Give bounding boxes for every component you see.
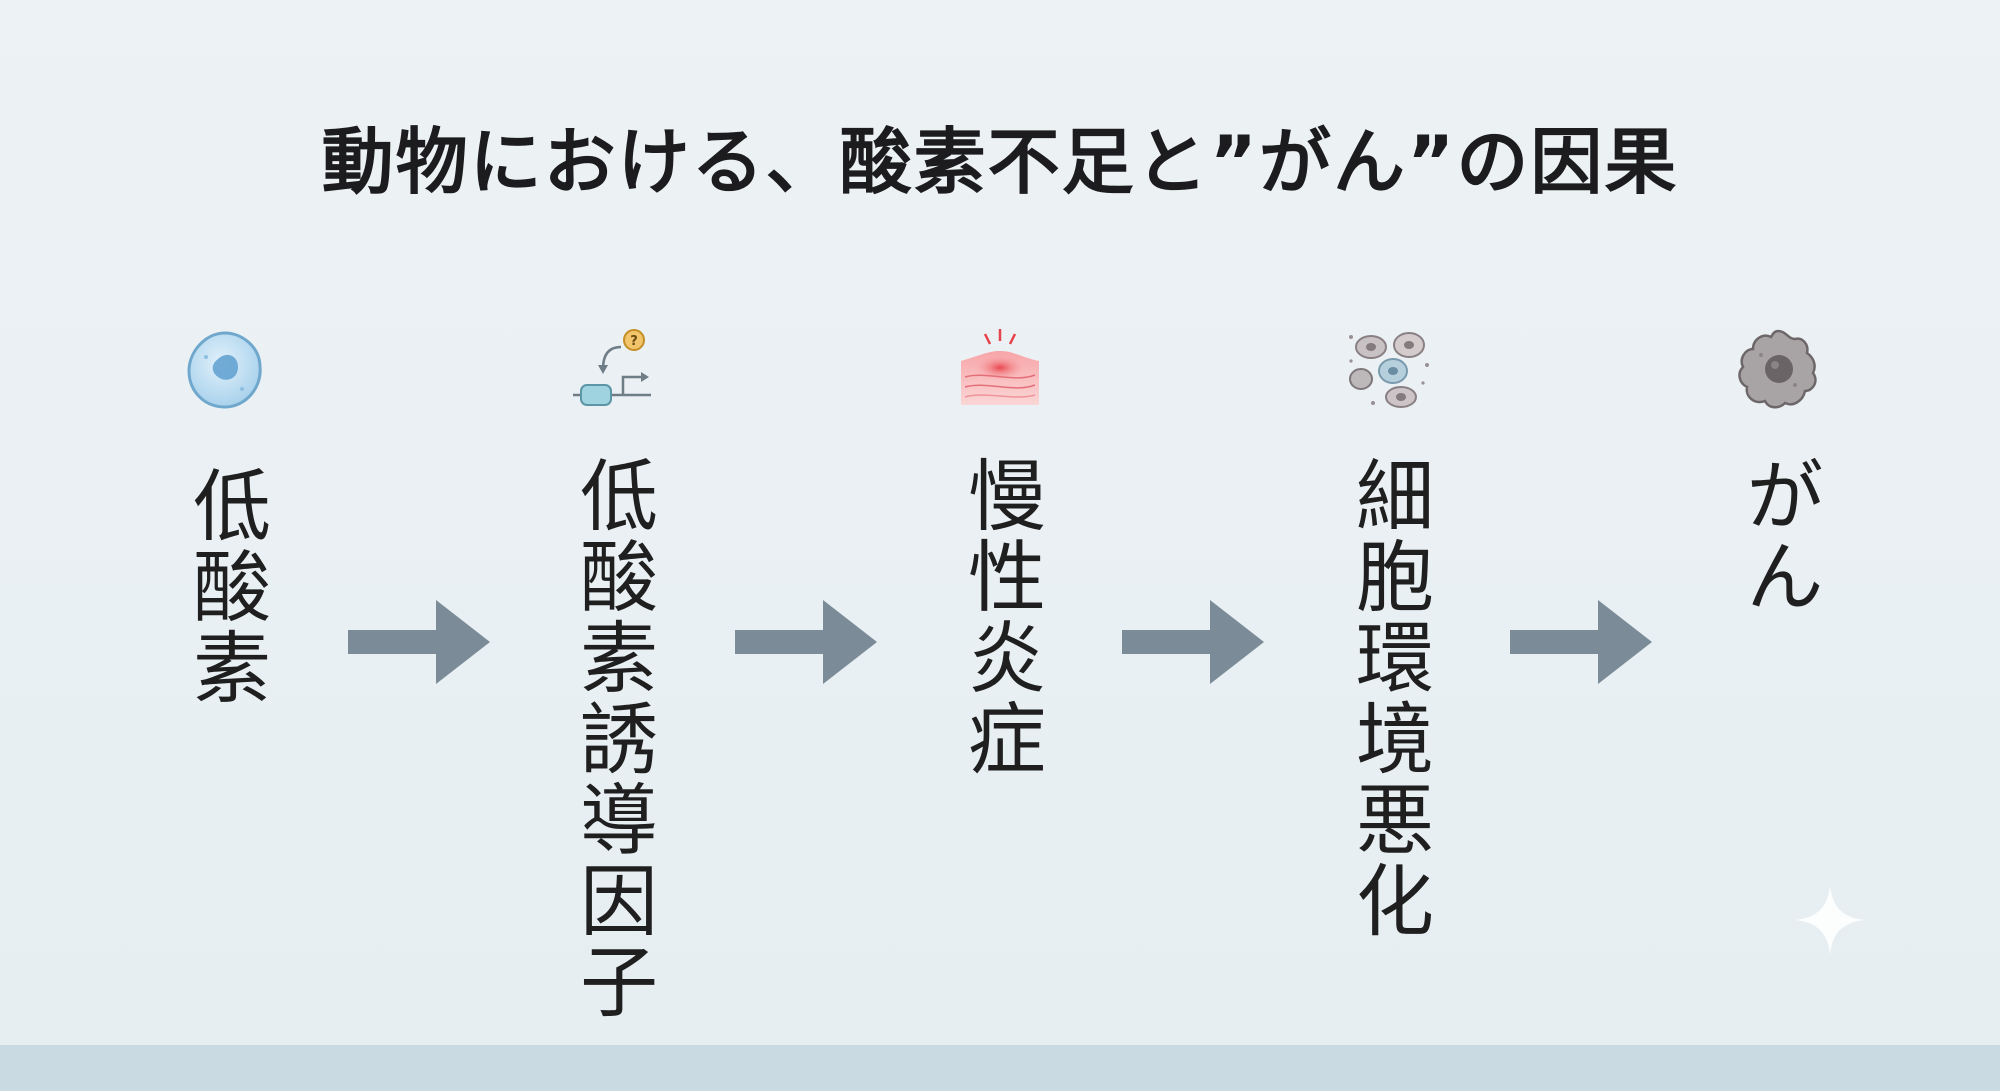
step-label: がん: [1733, 455, 1823, 617]
arrow-right-icon: [348, 600, 490, 684]
step-cancer: がん: [1708, 325, 1848, 617]
inflamed-tissue-icon: [961, 329, 1039, 405]
svg-text:?: ?: [630, 334, 638, 349]
step-inflammation: 慢性炎症: [930, 325, 1070, 779]
gene-regulation-icon: ?: [573, 329, 651, 406]
footer-band: [0, 1045, 2000, 1091]
step-label: 細胞環境悪化: [1343, 455, 1433, 941]
sparkle-icon: [1795, 885, 1865, 955]
cancer-cell-icon: [1738, 329, 1817, 409]
arrow-right-icon: [735, 600, 877, 684]
damaged-cells-icon: [1349, 332, 1429, 408]
step-label: 低酸素誘導因子: [567, 455, 657, 1022]
step-cell-environment: 細胞環境悪化: [1318, 325, 1458, 941]
step-hypoxia: 低酸素: [155, 325, 295, 708]
step-label: 低酸素: [180, 465, 270, 708]
step-label: 慢性炎症: [955, 455, 1045, 779]
cell-icon: [187, 331, 262, 409]
step-hif: ? 低酸素誘導因子: [542, 325, 682, 1022]
page-title: 動物における、酸素不足と”がん”の因果: [321, 120, 1679, 204]
arrow-right-icon: [1122, 600, 1264, 684]
arrow-right-icon: [1510, 600, 1652, 684]
